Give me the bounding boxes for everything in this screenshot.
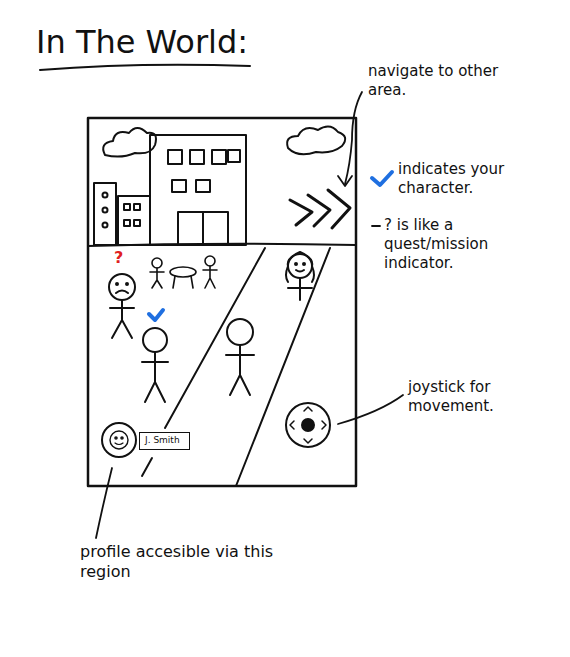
joystick — [286, 403, 330, 447]
name-text: J. Smith — [140, 433, 189, 447]
quest-marker: ? — [114, 248, 134, 268]
callout-note: joystick for movement. — [408, 378, 538, 416]
table-group — [150, 256, 217, 288]
callout-note: profile accesible via this region — [80, 542, 280, 582]
quest-npc — [109, 274, 135, 338]
leader-lines — [96, 92, 403, 538]
sketch-title: In The World: — [36, 22, 248, 62]
profile-avatar — [102, 423, 136, 457]
female-npc — [286, 252, 314, 300]
phone-frame — [88, 118, 356, 486]
name-tag-box: J. Smith — [139, 432, 190, 450]
clouds — [103, 126, 345, 156]
navigate-chevrons — [290, 190, 350, 228]
callout-note: indicates your character. — [398, 160, 523, 198]
roads — [142, 248, 330, 486]
player-character — [142, 328, 168, 402]
blue-check-marks — [149, 172, 392, 320]
callout-note: navigate to other area. — [368, 62, 518, 100]
buildings — [94, 135, 246, 245]
walking-npc — [226, 319, 254, 395]
callout-note: ? is like a quest/mission indicator. — [384, 216, 534, 272]
title-underline — [40, 65, 250, 70]
